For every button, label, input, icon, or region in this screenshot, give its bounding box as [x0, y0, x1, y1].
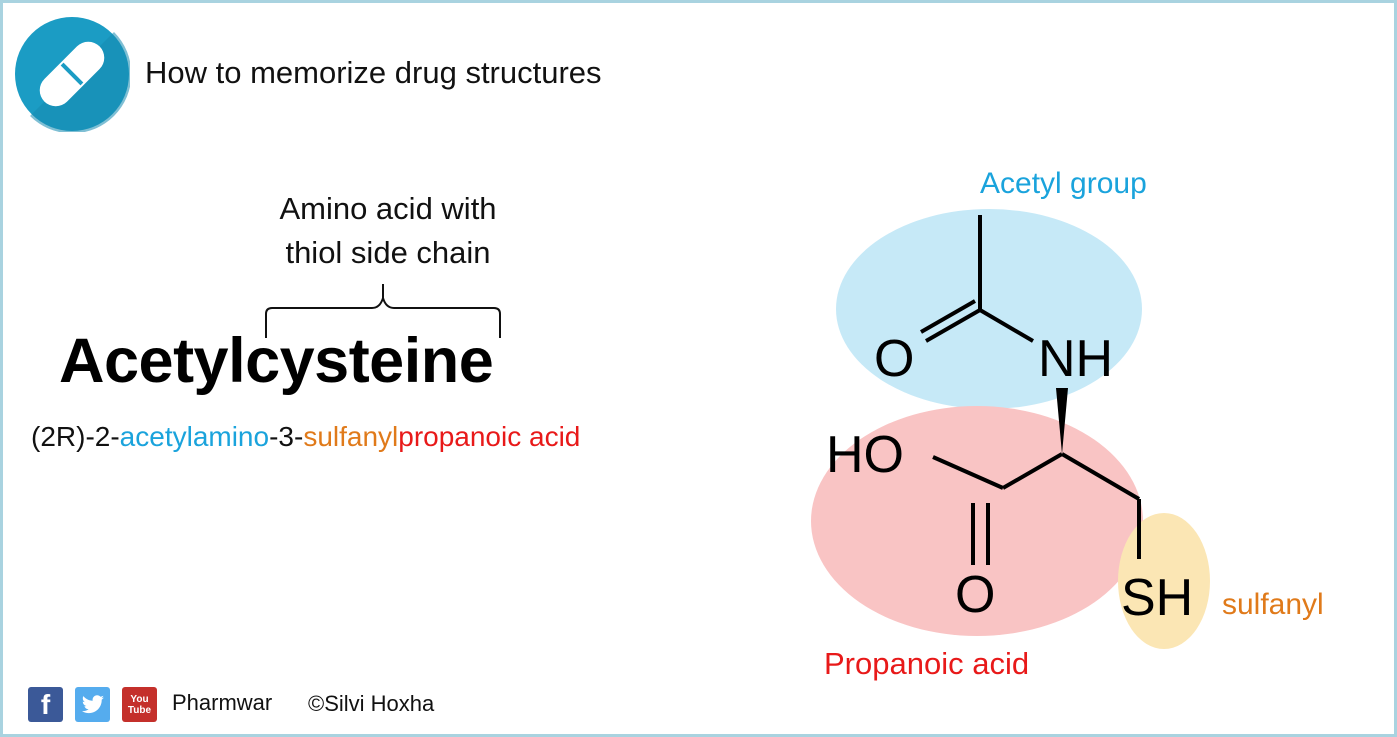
atom-o-acid: O [955, 566, 995, 624]
atom-nh: NH [1038, 330, 1113, 388]
iupac-acetylamino: acetylamino [119, 421, 270, 452]
iupac-sulfanyl: sulfanyl [303, 421, 399, 452]
acetyl-group-label: Acetyl group [980, 167, 1147, 200]
iupac-name: (2R)-2-acetylamino-3-sulfanylpropanoic a… [31, 421, 580, 453]
propanoic-highlight [811, 406, 1143, 636]
iupac-propanoic: propanoic acid [398, 421, 581, 452]
iupac-mid: -3- [269, 421, 304, 452]
propanoic-acid-label: Propanoic acid [824, 646, 1030, 681]
bird-icon [81, 694, 104, 713]
annotation-line-2: thiol side chain [285, 235, 491, 270]
wedge-bond [1056, 388, 1068, 454]
iupac-prefix: (2R)-2- [31, 421, 120, 452]
youtube-icon[interactable]: You Tube [122, 687, 157, 722]
page-title: How to memorize drug structures [145, 55, 602, 90]
footer-brand: Pharmwar [172, 690, 273, 715]
structure-annotation: Amino acid with thiol side chain [233, 187, 543, 275]
facebook-icon[interactable]: f [28, 687, 63, 722]
annotation-line-1: Amino acid with [279, 191, 497, 226]
bonds [920, 215, 1141, 565]
twitter-icon[interactable] [75, 687, 110, 722]
atom-o-carbonyl: O [874, 330, 914, 388]
atom-sh: SH [1121, 569, 1193, 627]
sulfanyl-label: sulfanyl [1222, 588, 1324, 621]
curly-brace [265, 284, 501, 338]
acetyl-highlight [836, 209, 1142, 409]
molecular-structure: O NH HO O SH [811, 209, 1210, 649]
atom-ho: HO [826, 426, 904, 484]
pill-icon [15, 17, 130, 132]
social-links: f You Tube [28, 687, 157, 722]
drug-name: Acetylcysteine [59, 326, 494, 396]
footer-credit: ©Silvi Hoxha [308, 691, 435, 716]
